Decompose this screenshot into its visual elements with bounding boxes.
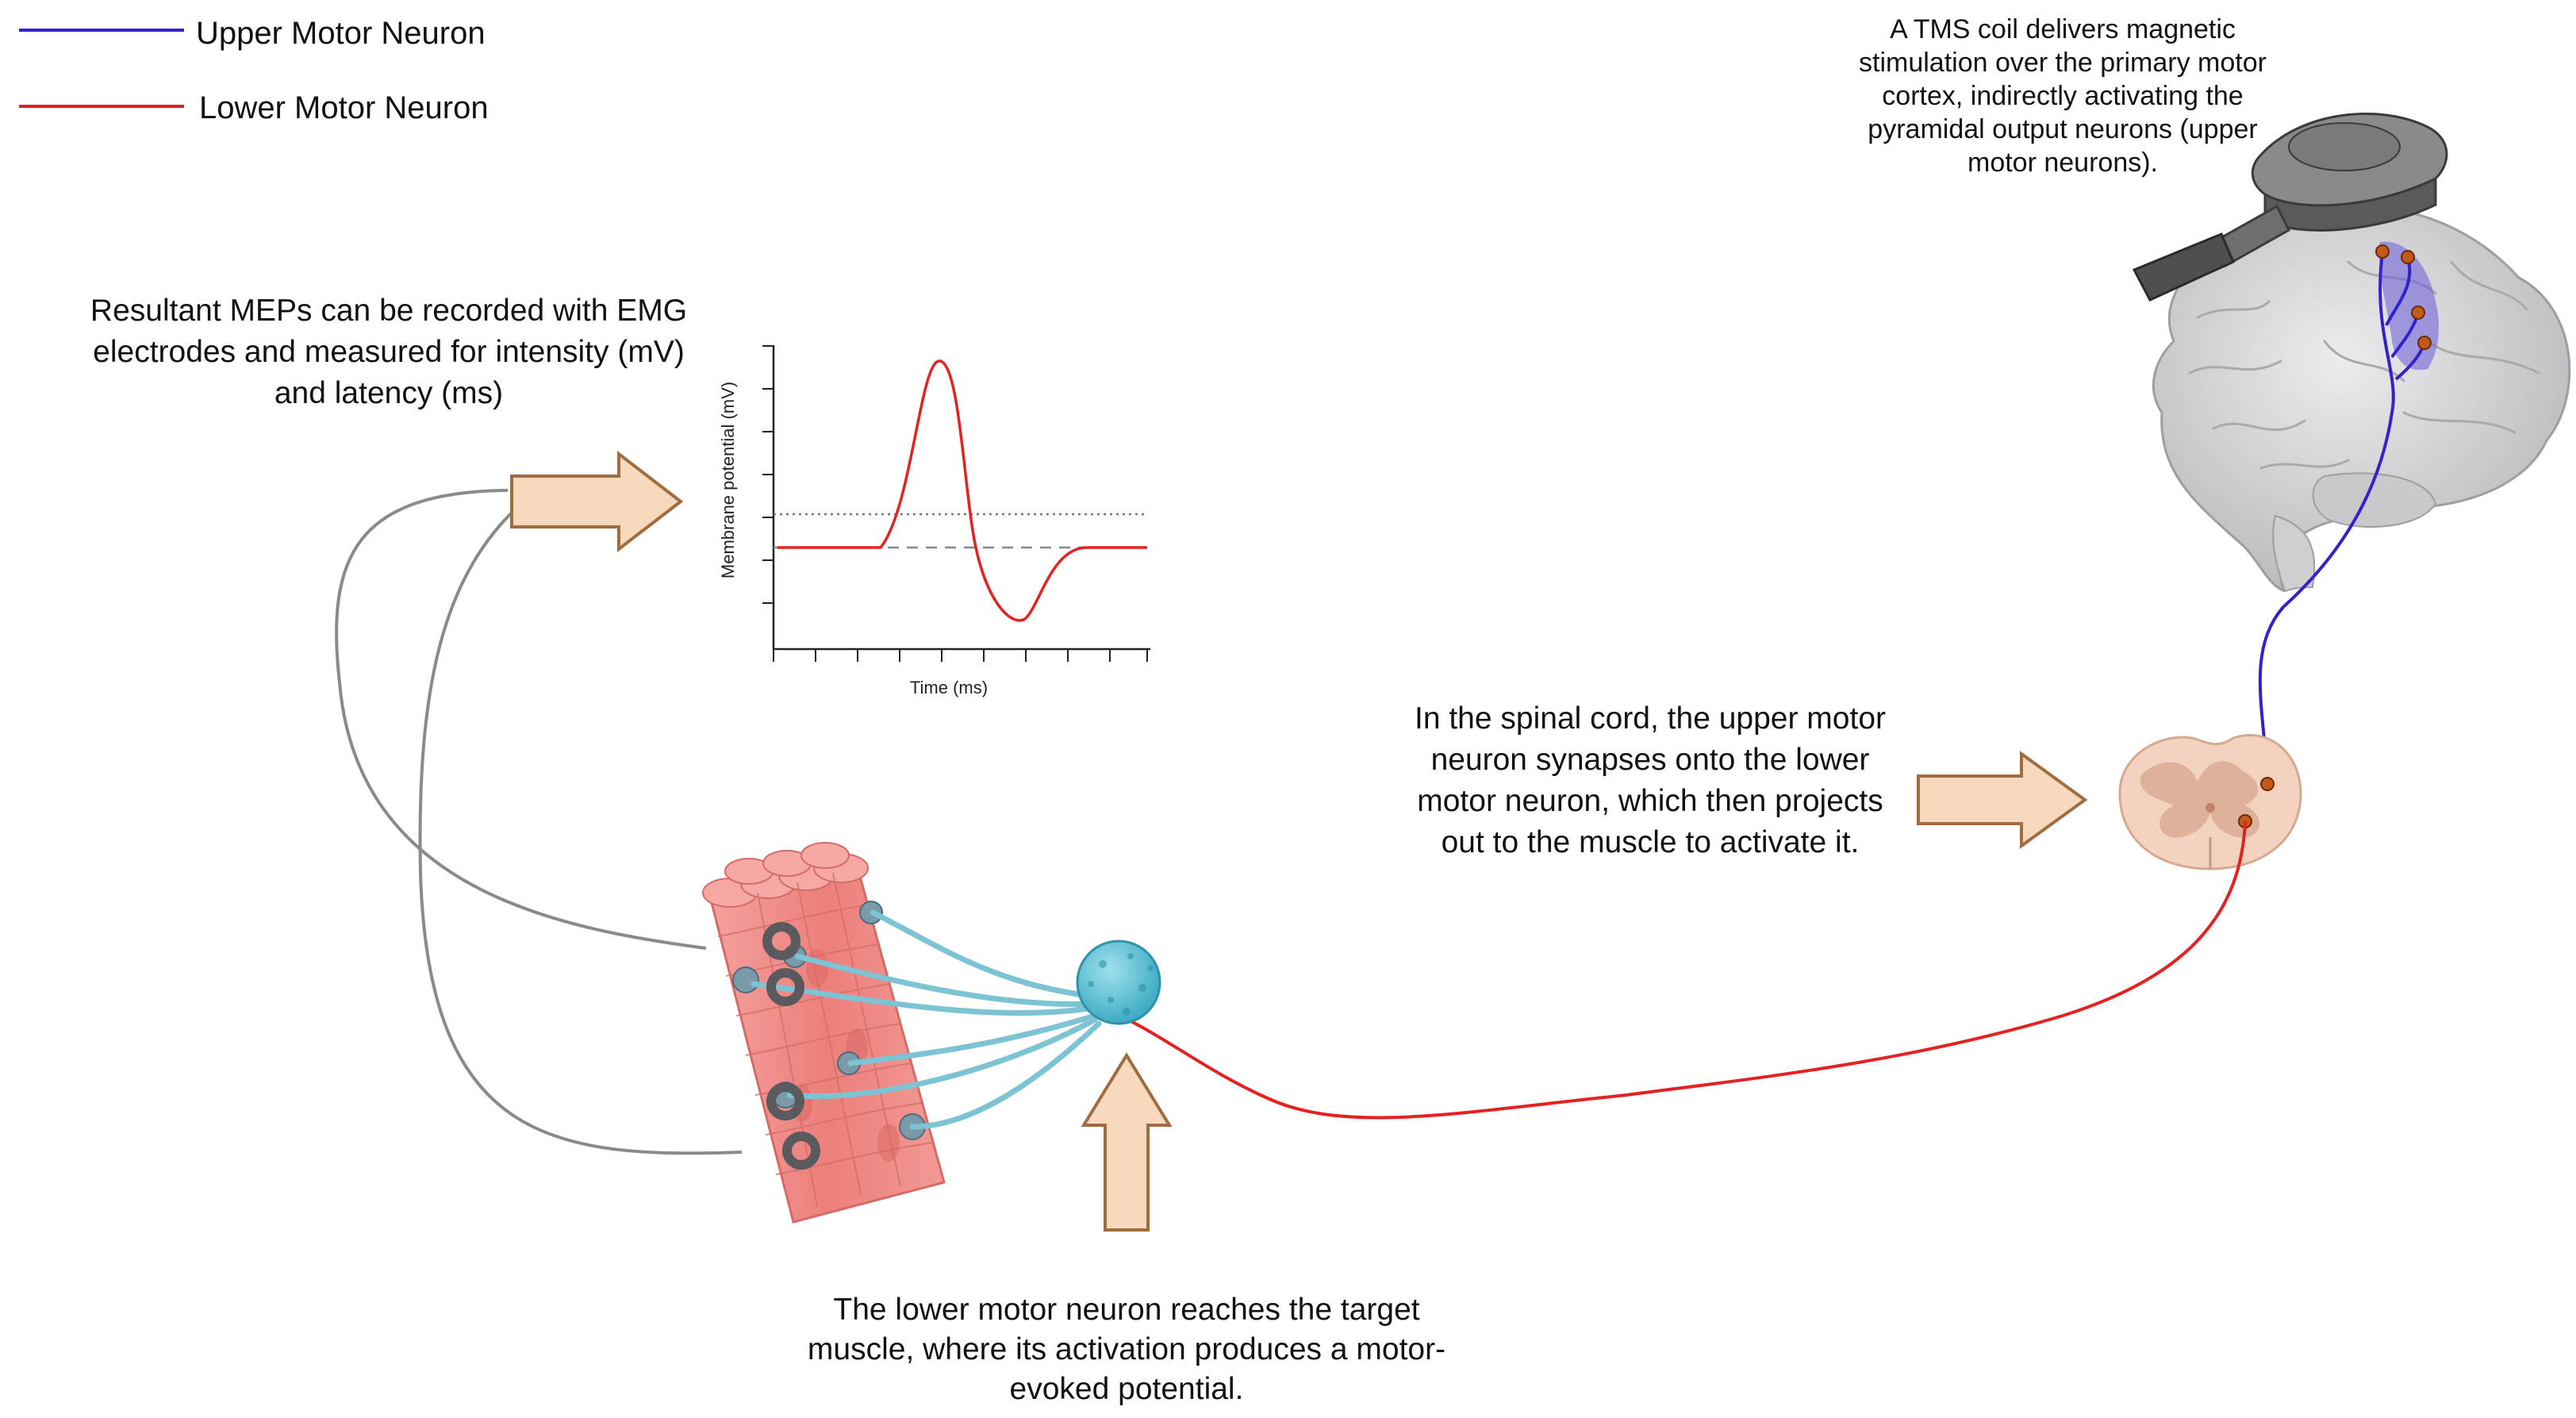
graph-xlabel: Time (ms) bbox=[910, 678, 988, 697]
arrow-to-motor-neuron bbox=[1081, 1052, 1173, 1232]
legend-lower-label: Lower Motor Neuron bbox=[199, 90, 489, 125]
legend-upper-label: Upper Motor Neuron bbox=[196, 16, 486, 51]
graph-ticks bbox=[762, 345, 1148, 662]
emg-electrode-rings bbox=[762, 922, 820, 1170]
mep-graph: Time (ms) Membrane potential (mV) bbox=[718, 345, 1150, 697]
emg-electrode-icon bbox=[335, 489, 743, 1155]
tms-coil-icon bbox=[2132, 112, 2448, 302]
mep-annotation: Resultant MEPs can be recorded with EMG … bbox=[90, 294, 688, 410]
arrow-to-graph bbox=[510, 450, 684, 553]
muscle-fiber-icon bbox=[702, 842, 946, 1224]
brain-icon bbox=[2152, 205, 2571, 593]
arrow-to-spinal-cord bbox=[1917, 751, 2088, 849]
synapse-terminals bbox=[2238, 777, 2275, 828]
graph-axes bbox=[772, 345, 1150, 651]
spinal-annotation: In the spinal cord, the upper motor neur… bbox=[1414, 701, 1886, 859]
motor-neuron-branches bbox=[751, 909, 1102, 1130]
tms-annotation: A TMS coil delivers magnetic stimulation… bbox=[1859, 14, 2267, 178]
cortex-neuron-terminals bbox=[2375, 244, 2432, 350]
graph-ylabel: Membrane potential (mV) bbox=[718, 382, 738, 578]
motor-neuron-icon bbox=[1076, 940, 1161, 1025]
legend-swatches bbox=[19, 29, 184, 108]
muscle-annotation: The lower motor neuron reaches the targe… bbox=[807, 1293, 1446, 1406]
spinal-cord-icon bbox=[2118, 734, 2302, 870]
mep-trace bbox=[777, 359, 1147, 622]
lower-motor-neuron-path bbox=[1110, 820, 2247, 1120]
